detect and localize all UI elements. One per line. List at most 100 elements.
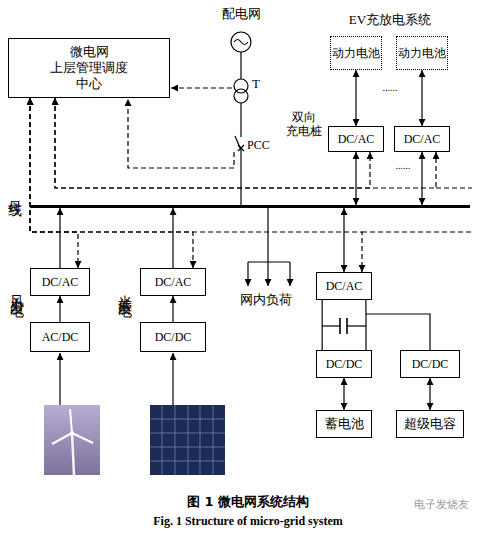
box-text: DC/AC <box>326 279 363 294</box>
box-text: DC/DC <box>412 357 449 372</box>
wind-turbine-image <box>70 409 72 433</box>
wind-turbine-image <box>70 431 74 435</box>
load-label: 网内负荷 <box>240 292 292 308</box>
storage-box: 蓄电池 <box>316 410 372 438</box>
box-text: 超级电容 <box>404 416 456 432</box>
converter-box: DC/AC <box>30 268 90 296</box>
figure-caption: 图 1 微电网系统结构 <box>0 494 496 510</box>
power-line <box>343 378 344 410</box>
power-line <box>322 300 323 350</box>
converter-box: DC/AC <box>394 126 450 152</box>
wind-label: 风力发电 <box>8 284 25 296</box>
box-text: DC/DC <box>326 357 363 372</box>
capacitor-symbol <box>322 314 366 350</box>
transformer-symbol <box>234 89 248 103</box>
pcc-switch-symbol <box>235 136 244 205</box>
power-line <box>355 152 356 205</box>
battery-box: 动力电池 <box>330 36 382 70</box>
converter-box: DC/DC <box>140 322 206 352</box>
power-line <box>59 296 60 322</box>
capacitor-symbol <box>365 314 366 350</box>
converter-box: DC/DC <box>400 350 460 378</box>
wind-turbine-image <box>52 433 72 444</box>
wind-turbine-image <box>72 433 74 475</box>
control-signal-line <box>30 98 362 272</box>
power-line <box>172 296 173 322</box>
box-text: DC/AC <box>155 275 192 290</box>
box-text: 蓄电池 <box>325 416 364 432</box>
ac-source-symbol <box>231 32 251 79</box>
control-signal-line <box>55 98 370 188</box>
converter-box: DC/DC <box>316 350 372 378</box>
ellipsis-mark: ...... <box>377 82 403 94</box>
load-branch <box>248 208 290 286</box>
box-text: DC/AC <box>42 275 79 290</box>
solar-panel-image <box>150 405 225 475</box>
power-line <box>421 70 422 126</box>
box-text: 微电网 上层管理调度 中心 <box>43 44 135 93</box>
power-line <box>172 208 173 268</box>
load-branch <box>267 208 268 262</box>
power-line <box>59 208 60 268</box>
box-text: DC/AC <box>338 132 375 147</box>
capacitor-symbol <box>346 318 348 334</box>
pv-label: 光伏发电 <box>116 284 133 296</box>
power-line <box>355 70 356 126</box>
load-branch <box>289 262 290 286</box>
load-branch <box>247 262 248 286</box>
transformer-label: T <box>252 76 260 92</box>
power-line <box>343 208 344 272</box>
load-branch <box>248 261 290 262</box>
capacitor-symbol <box>322 325 340 326</box>
pcc-label: PCC <box>247 138 270 152</box>
storage-box: 超级电容 <box>396 410 464 438</box>
caption-english: Fig. 1 Structure of micro-grid system <box>0 514 496 528</box>
wind-turbine-image <box>44 405 100 475</box>
bus-bar: 母线 <box>30 205 470 208</box>
transformer-symbol <box>234 79 248 93</box>
box-text: DC/AC <box>404 132 441 147</box>
ac-source-symbol <box>234 40 248 45</box>
power-line <box>421 152 422 205</box>
ev-system-label: EV充放电系统 <box>330 12 450 28</box>
transformer-symbol <box>234 79 248 137</box>
charging-pile-label: 双向 充电桩 <box>282 110 326 139</box>
pcc-switch-symbol <box>238 145 244 151</box>
comm-line <box>362 231 472 232</box>
battery-box: 动力电池 <box>396 36 448 70</box>
converter-box: DC/AC <box>140 268 206 296</box>
capacitor-symbol <box>347 325 366 326</box>
converter-box: DC/AC <box>316 272 372 300</box>
pcc-switch-symbol <box>235 136 241 150</box>
box-text: 动力电池 <box>332 46 380 61</box>
comm-line <box>128 99 234 168</box>
ac-source-symbol <box>240 52 241 79</box>
box-text: AC/DC <box>42 330 79 345</box>
control-signal-line <box>30 98 78 268</box>
converter-box: DC/AC <box>328 126 384 152</box>
solar-panel-image <box>172 353 173 405</box>
bus-label: 母线 <box>6 189 24 195</box>
comm-line <box>128 88 472 232</box>
load-branch <box>267 262 268 286</box>
pcc-switch-symbol <box>240 150 241 205</box>
watermark: 电子发烧友 <box>414 498 469 511</box>
ellipsis-mark: ...... <box>388 160 418 172</box>
control-center-box: 微电网 上层管理调度 中心 <box>8 38 170 98</box>
solar-panel-image <box>150 353 225 475</box>
box-text: 动力电池 <box>398 46 446 61</box>
grid-label: 配电网 <box>222 6 261 22</box>
capacitor-symbol <box>339 318 341 334</box>
wind-turbine-image <box>59 353 60 405</box>
ac-source-symbol <box>231 32 251 52</box>
power-line <box>366 300 430 350</box>
transformer-symbol <box>240 103 241 137</box>
converter-box: AC/DC <box>30 322 90 352</box>
comm-line <box>436 187 472 188</box>
power-line <box>429 378 430 410</box>
solar-panel-image <box>150 405 225 475</box>
comm-line <box>171 87 232 88</box>
wind-turbine-image <box>44 353 100 475</box>
wind-turbine-image <box>72 433 93 443</box>
